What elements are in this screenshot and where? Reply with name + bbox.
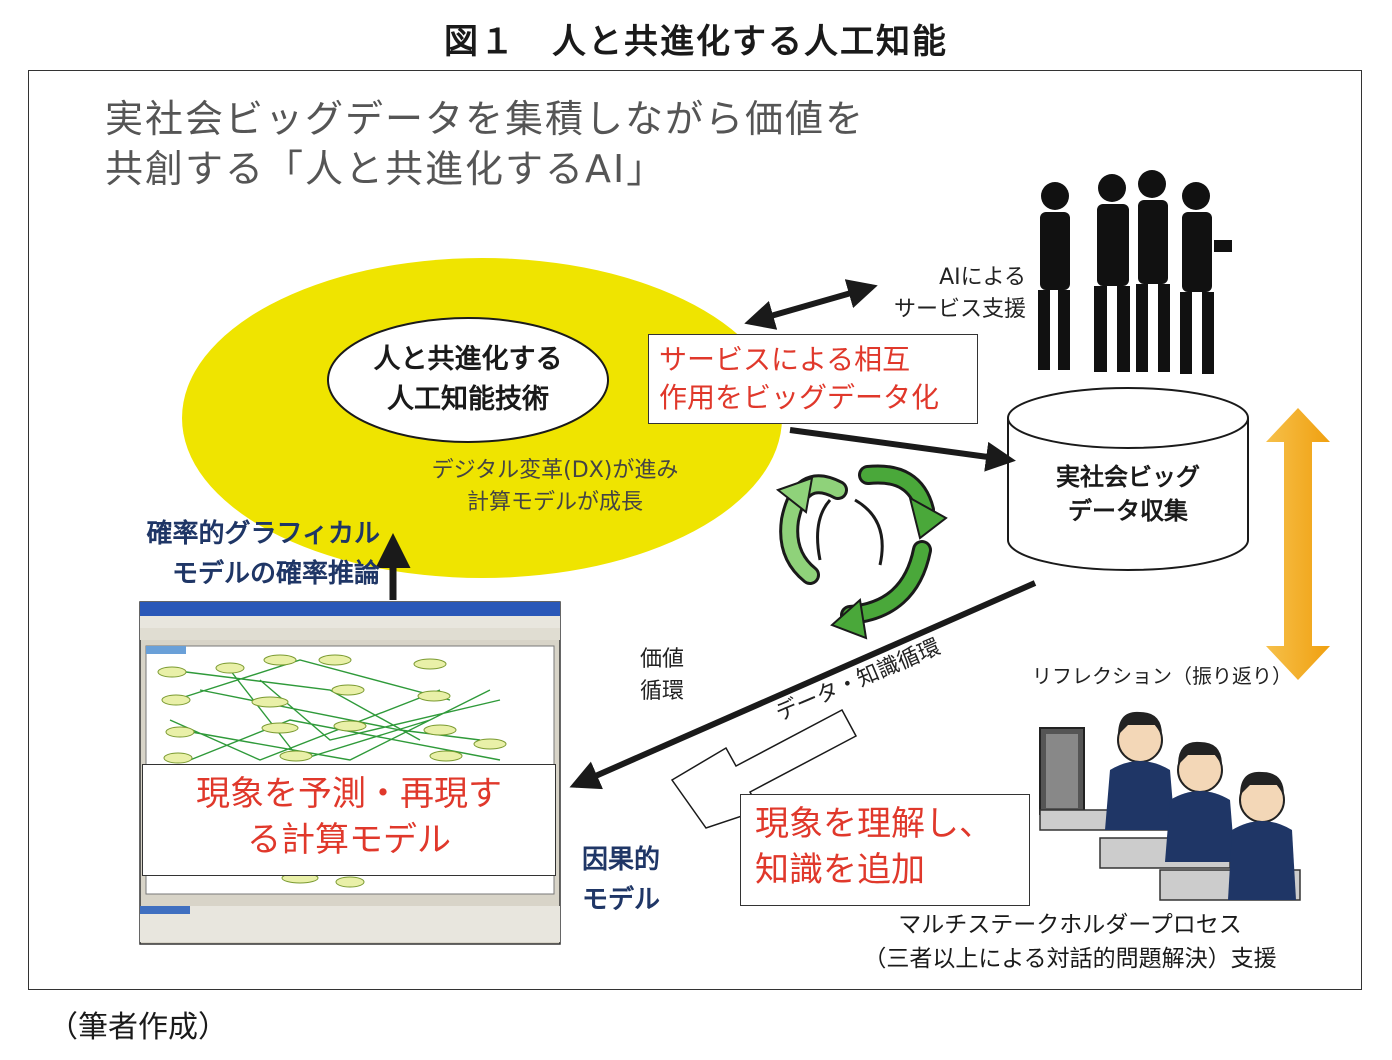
value-cycle-line1: 価値 — [640, 647, 685, 672]
core-label-line2: 人工知能技術 — [387, 384, 549, 415]
database-label: 実社会ビッグ データ収集 — [1008, 460, 1248, 528]
source-note: （筆者作成） — [48, 1010, 228, 1045]
service-note: AIによる サービス支援 — [862, 262, 1026, 326]
stakeholder-line1: マルチステークホルダープロセス — [898, 912, 1242, 938]
bigdata-arrow — [789, 427, 1016, 472]
businessmen-at-computers-icon — [1039, 711, 1301, 901]
headline-line2: 共創する「人と共進化するAI」 — [105, 147, 667, 191]
inference-label-line2: モデルの確率推論 — [171, 559, 380, 589]
model-box-line1: 現象を予測・再現す — [196, 774, 502, 814]
headline-line1: 実社会ビッグデータを集積しながら価値を — [105, 97, 866, 141]
interaction-box-line2: 作用をビッグデータ化 — [659, 381, 940, 414]
database-cylinder — [1007, 387, 1249, 571]
recycle-icon — [775, 464, 948, 640]
causal-model-line1: 因果的 — [582, 845, 661, 875]
figure-title: 図１ 人と共進化する人工知能 — [444, 22, 948, 62]
service-double-arrow — [744, 279, 878, 330]
causal-model-line2: モデル — [582, 885, 661, 915]
core-label-ellipse — [327, 317, 609, 443]
stakeholder-line2: （三者以上による対話的問題解決）支援 — [863, 946, 1277, 972]
value-cycle-label: 価値 循環 — [640, 644, 684, 708]
database-label-line2: データ収集 — [1068, 497, 1188, 525]
model-box-line2: る計算モデル — [247, 820, 451, 860]
causal-model-label: 因果的 モデル — [582, 840, 660, 920]
stakeholder-label: マルチステークホルダープロセス （三者以上による対話的問題解決）支援 — [800, 908, 1340, 976]
interaction-box-line1: サービスによる相互 — [659, 343, 911, 376]
dx-note: デジタル変革(DX)が進み 計算モデルが成長 — [385, 455, 725, 519]
core-label-line1: 人と共進化する — [373, 344, 563, 375]
value-cycle-arrow — [569, 580, 1037, 790]
understand-box-line2: 知識を追加 — [755, 850, 925, 890]
understand-box-line1: 現象を理解し、 — [755, 804, 993, 844]
value-cycle-line2: 循環 — [640, 679, 685, 704]
understand-box: 現象を理解し、 知識を追加 — [740, 794, 1030, 906]
knowledge-hollow-arrow — [670, 708, 858, 829]
reflection-label: リフレクション（振り返り） — [1032, 664, 1292, 688]
database-label-line1: 実社会ビッグ — [1056, 463, 1200, 491]
service-note-line2: サービス支援 — [893, 297, 1026, 322]
diagram-frame — [28, 70, 1362, 990]
dx-note-line1: デジタル変革(DX)が進み — [431, 458, 679, 483]
inference-label-line1: 確率的グラフィカル — [146, 519, 380, 549]
interaction-box: サービスによる相互 作用をビッグデータ化 — [648, 334, 978, 424]
people-silhouette-icon — [1038, 170, 1232, 374]
core-label: 人と共進化する 人工知能技術 — [348, 340, 588, 420]
model-box: 現象を予測・再現す る計算モデル — [142, 764, 556, 876]
dx-note-line2: 計算モデルが成長 — [466, 490, 643, 515]
inference-label: 確率的グラフィカル モデルの確率推論 — [60, 514, 380, 594]
service-note-line1: AIによる — [939, 265, 1026, 290]
reflection-arrow — [1266, 408, 1330, 680]
